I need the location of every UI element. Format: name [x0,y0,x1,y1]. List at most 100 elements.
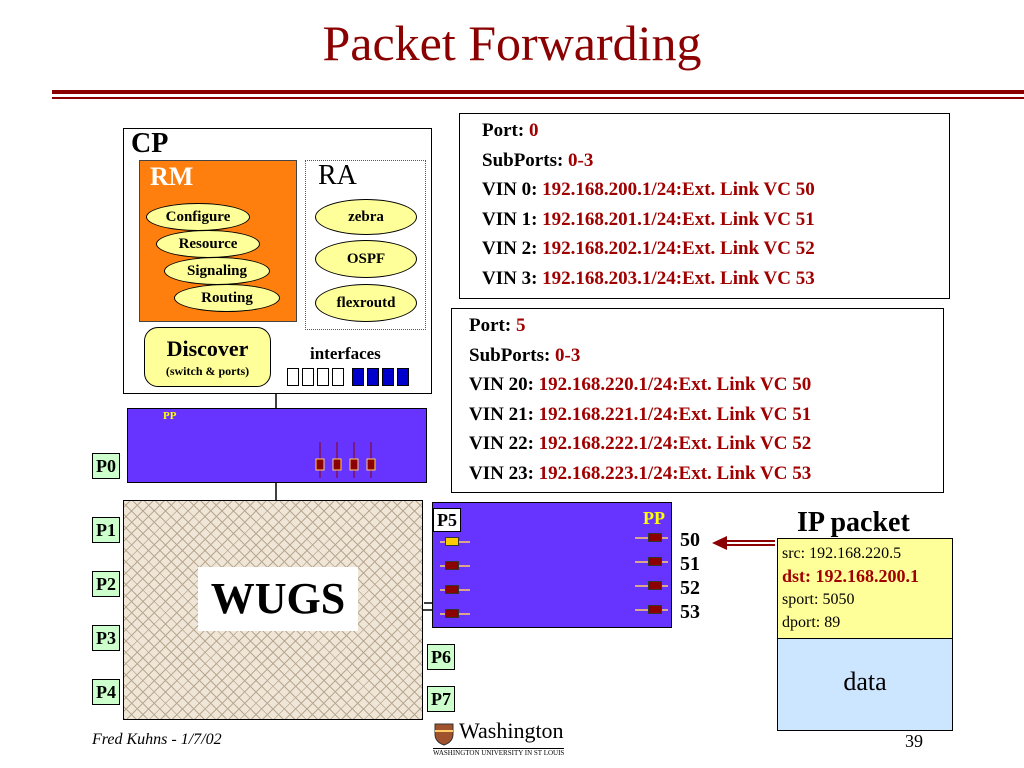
subports-value: 0-3 [555,344,581,366]
ra-label: RA [318,160,357,191]
vin-label: VIN 3: [482,267,538,289]
vin-line: VIN 22: 192.168.222.1/24:Ext. Link VC 52 [469,429,933,459]
subports-value: 0-3 [568,149,594,171]
interface-slot-active [367,368,379,386]
flexroutd-oval: flexroutd [315,284,417,322]
logo-name: Washington [459,718,564,743]
vin-value: 192.168.222.1/24:Ext. Link VC 52 [538,433,812,454]
configure-oval: Configure [146,203,250,231]
vin-label: VIN 21: [469,403,534,425]
port-p4-label: P4 [92,679,120,705]
port-p6-label: P6 [427,644,455,670]
vin-label: VIN 20: [469,374,534,395]
vc-resistor [648,605,662,614]
vin-value: 192.168.223.1/24:Ext. Link VC 53 [538,462,812,484]
vc-resistor [648,557,662,566]
resource-oval: Resource [156,230,260,258]
port-label: Port: [482,120,525,141]
vc-resistor [648,581,662,590]
signaling-oval: Signaling [164,257,270,285]
vc-label-53: 53 [680,601,700,623]
port0-port-line: Port: 0 [482,116,939,146]
vc-label-50: 50 [680,529,700,551]
subport-resistor [445,609,459,618]
vin-line: VIN 20: 192.168.220.1/24:Ext. Link VC 50 [469,370,933,400]
discover-sublabel: (switch & ports) [165,364,250,378]
vin-line: VIN 3: 192.168.203.1/24:Ext. Link VC 53 [482,264,939,294]
vin-line: VIN 0: 192.168.200.1/24:Ext. Link VC 50 [482,175,939,205]
ip-dst: dst: 192.168.200.1 [782,566,920,586]
rm-label: RM [150,162,194,191]
port-p2-label: P2 [92,571,120,597]
vin-line: VIN 1: 192.168.201.1/24:Ext. Link VC 51 [482,205,939,235]
port-p7-label: P7 [427,686,455,712]
interface-slot [302,368,314,386]
vin-label: VIN 1: [482,208,538,230]
port5-subports-line: SubPorts: 0-3 [469,341,933,371]
vin-value: 192.168.200.1/24:Ext. Link VC 50 [542,179,815,200]
subport-resistors-icon [315,442,376,478]
ip-dport: dport: 89 [782,614,841,631]
vin-label: VIN 0: [482,179,538,200]
interface-slot-active [397,368,409,386]
pp-label: PP [163,410,177,422]
ip-src: src: 192.168.220.5 [782,545,902,562]
slide-title: Packet Forwarding [322,15,702,71]
port-p0-label: P0 [92,453,120,479]
vin-label: VIN 2: [482,238,538,259]
subport-lines [440,537,668,615]
discover-label: Discover [166,336,249,361]
vin-value: 192.168.201.1/24:Ext. Link VC 51 [542,208,815,230]
subports-label: SubPorts: [482,149,564,171]
ip-packet-data: data [777,639,953,731]
port0-subports-line: SubPorts: 0-3 [482,146,939,176]
zebra-oval: zebra [315,199,417,235]
arrow-head-icon [712,536,727,550]
port5-port-line: Port: 5 [469,311,933,341]
interface-slot-active [382,368,394,386]
pp-right-label: PP [643,508,665,528]
vc-resistor [648,533,662,542]
ip-packet-header: src: 192.168.220.5 dst: 192.168.200.1 sp… [777,538,953,639]
interfaces-label: interfaces [310,344,381,363]
vin-label: VIN 22: [469,433,534,454]
port-p1-label: P1 [92,517,120,543]
university-shield-icon [434,723,454,746]
logo-sub: WASHINGTON UNIVERSITY IN ST LOUIS [433,748,565,757]
port-p5-label: P5 [433,508,461,532]
vin-line: VIN 21: 192.168.221.1/24:Ext. Link VC 51 [469,400,933,430]
page-number: 39 [905,731,923,751]
wugs-label: WUGS [198,567,358,631]
interface-slot [332,368,344,386]
port0-info-box: Port: 0 SubPorts: 0-3 VIN 0: 192.168.200… [459,113,950,299]
port-label: Port: [469,315,512,336]
port-value: 5 [515,315,526,336]
routing-oval: Routing [174,284,280,312]
footer-author: Fred Kuhns - 1/7/02 [92,731,222,748]
port-p3-label: P3 [92,625,120,651]
title-rule-thin [52,97,1024,99]
vc-label-51: 51 [680,553,700,575]
port-value: 0 [528,120,539,141]
subport-resistor [445,585,459,594]
discover-box: Discover (switch & ports) [144,327,271,387]
port-processor-p0 [127,408,427,483]
vin-value: 192.168.203.1/24:Ext. Link VC 53 [542,267,815,289]
interface-slot [287,368,299,386]
vin-value: 192.168.202.1/24:Ext. Link VC 52 [542,238,815,259]
vin-line: VIN 2: 192.168.202.1/24:Ext. Link VC 52 [482,234,939,264]
subport-resistor [445,561,459,570]
interface-slot [317,368,329,386]
ip-packet-title: IP packet [797,507,910,538]
subports-label: SubPorts: [469,344,551,366]
interface-slot-active [352,368,364,386]
title-rule [52,90,1024,94]
vin-value: 192.168.220.1/24:Ext. Link VC 50 [538,374,812,395]
vin-line: VIN 23: 192.168.223.1/24:Ext. Link VC 53 [469,459,933,489]
subport-resistor-active [445,537,459,546]
port5-info-box: Port: 5 SubPorts: 0-3 VIN 20: 192.168.22… [451,308,944,493]
ip-sport: sport: 5050 [782,591,855,608]
port-processor-p5 [432,502,672,628]
cp-label: CP [131,128,169,159]
